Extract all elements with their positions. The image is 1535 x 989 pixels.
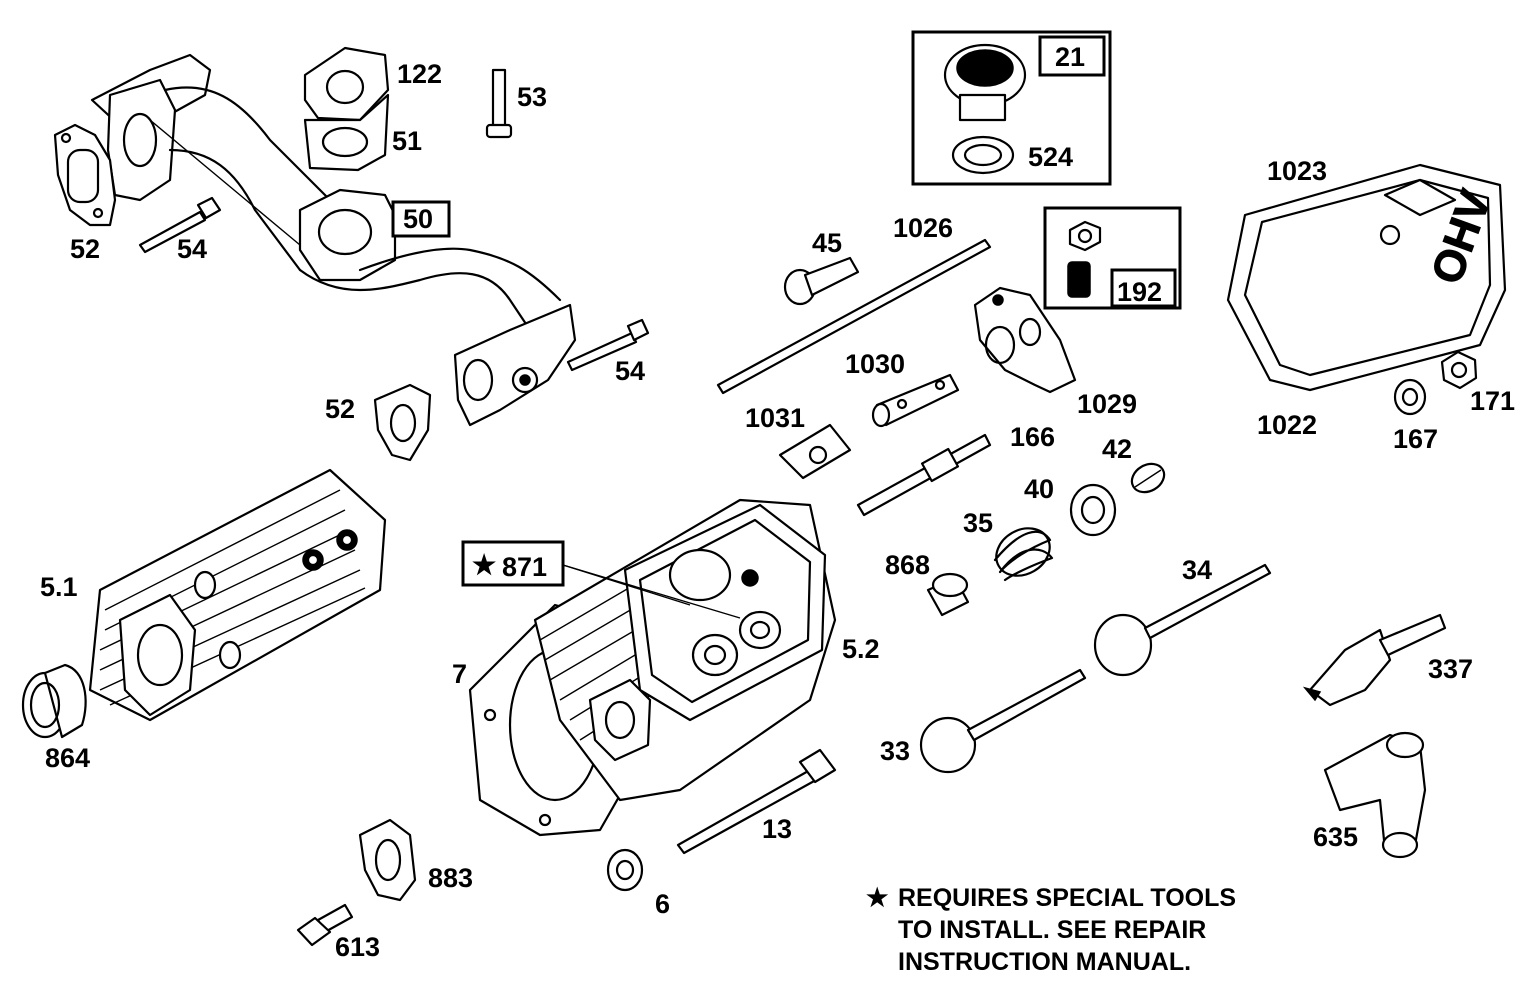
special-tools-note: ★ REQUIRES SPECIAL TOOLS TO INSTALL. SEE… — [866, 884, 1236, 976]
gasket-52-left — [53, 123, 117, 227]
label-54-right: 54 — [615, 356, 645, 386]
label-1026: 1026 — [893, 213, 953, 243]
label-337: 337 — [1428, 654, 1473, 684]
label-868: 868 — [885, 550, 930, 580]
cylinder-head-5-2 — [533, 498, 837, 802]
washer-167 — [1393, 378, 1427, 416]
spark-plug-boot-635 — [1323, 731, 1427, 859]
label-192: 192 — [1117, 277, 1162, 307]
label-122: 122 — [397, 59, 442, 89]
valve-cover: OHV — [1226, 163, 1507, 392]
cylinder-head-5-1 — [88, 468, 387, 722]
part-labels: 122 53 51 50 52 54 54 52 21 524 192 1023… — [40, 42, 1515, 962]
valve-retainer-42 — [1130, 462, 1166, 494]
label-53: 53 — [517, 82, 547, 112]
spark-plug-337 — [1302, 613, 1447, 707]
label-883: 883 — [428, 863, 473, 893]
label-5-1: 5.1 — [40, 572, 78, 602]
label-52-right: 52 — [325, 394, 355, 424]
label-6: 6 — [655, 889, 670, 919]
label-51: 51 — [392, 126, 422, 156]
bolt-53 — [485, 68, 513, 139]
gasket-883 — [358, 818, 417, 902]
nut-171 — [1440, 350, 1478, 390]
label-21: 21 — [1055, 42, 1085, 72]
label-52-left: 52 — [70, 234, 100, 264]
label-42: 42 — [1102, 434, 1132, 464]
label-167: 167 — [1393, 424, 1438, 454]
nut-spring-box — [1043, 206, 1182, 310]
note-line-2: TO INSTALL. SEE REPAIR — [898, 916, 1206, 944]
label-524: 524 — [1028, 142, 1073, 172]
guide-plate-1031 — [778, 423, 852, 480]
label-871: 871 — [502, 552, 547, 582]
label-40: 40 — [1024, 474, 1054, 504]
label-7: 7 — [452, 659, 467, 689]
rocker-arm-1029 — [973, 286, 1077, 394]
label-1030: 1030 — [845, 349, 905, 379]
label-35: 35 — [963, 508, 993, 538]
label-613: 613 — [335, 932, 380, 962]
label-1031: 1031 — [745, 403, 805, 433]
label-1029: 1029 — [1077, 389, 1137, 419]
valve-spring-35 — [993, 527, 1054, 582]
label-166: 166 — [1010, 422, 1055, 452]
label-1023: 1023 — [1267, 156, 1327, 186]
label-5-2: 5.2 — [842, 634, 880, 664]
rocker-stud-166 — [856, 433, 992, 517]
label-50: 50 — [403, 204, 433, 234]
oil-fill-cap-box — [911, 30, 1112, 186]
label-45: 45 — [812, 228, 842, 258]
star-871-icon: ★ — [472, 550, 496, 580]
valve-seat-871-box: ★ — [461, 540, 741, 619]
washer-6 — [606, 848, 644, 892]
label-13: 13 — [762, 814, 792, 844]
bolt-54-right — [566, 318, 650, 372]
label-54-left: 54 — [177, 234, 207, 264]
intake-sleeve-864 — [21, 663, 87, 739]
label-33: 33 — [880, 736, 910, 766]
intake-valve-34 — [1093, 563, 1272, 677]
note-line-1: REQUIRES SPECIAL TOOLS — [898, 884, 1236, 912]
label-box-50 — [391, 200, 451, 238]
bolt-54-left — [138, 196, 222, 254]
label-1022: 1022 — [1257, 410, 1317, 440]
bolt-613 — [296, 903, 354, 947]
retainer-cap-40 — [1069, 483, 1117, 537]
label-171: 171 — [1470, 386, 1515, 416]
label-635: 635 — [1313, 822, 1358, 852]
exhaust-manifold — [90, 53, 577, 427]
push-rod-1026 — [716, 238, 992, 395]
rocker-shaft-1030 — [871, 373, 960, 428]
gasket-52-right — [373, 383, 432, 462]
note-star-icon: ★ — [866, 884, 889, 912]
label-864: 864 — [45, 743, 90, 773]
valve-seal-868 — [926, 572, 970, 617]
flange-51 — [303, 93, 390, 172]
label-34: 34 — [1182, 555, 1212, 585]
exhaust-valve-33 — [919, 668, 1087, 774]
gasket-122 — [303, 46, 390, 122]
rocker-pivot-45 — [783, 256, 860, 306]
head-bolt-13 — [676, 748, 837, 855]
note-line-3: INSTRUCTION MANUAL. — [898, 948, 1191, 976]
